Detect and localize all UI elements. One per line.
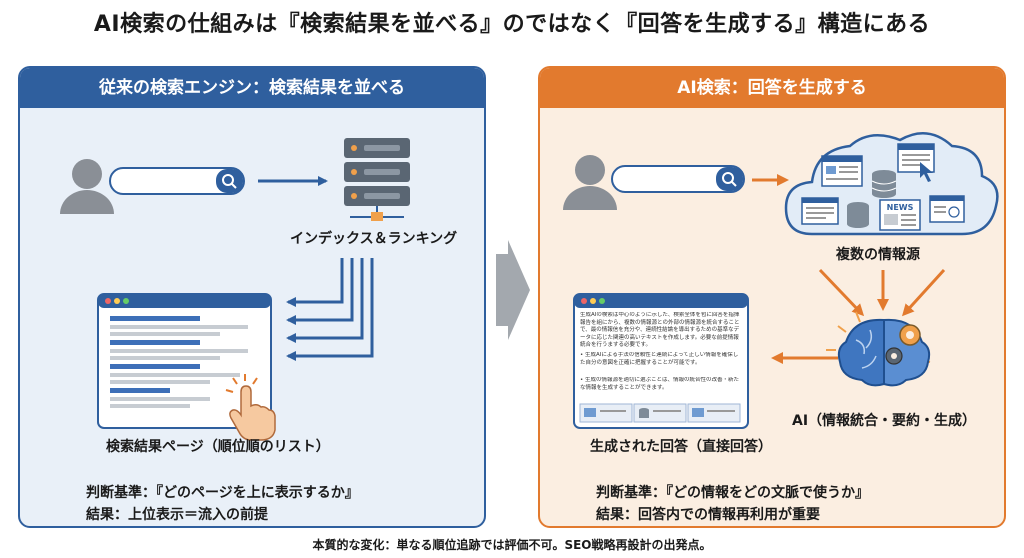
pointing-hand-icon (225, 374, 276, 441)
right-criteria-line: 判断基準：『どの情報をどの文脈で使うか』 (596, 485, 869, 501)
user-icon (60, 159, 114, 214)
left-criteria: 判断基準：『どのページを上に表示するか』 結果：上位表示＝流入の前提 (86, 482, 359, 526)
ai-user-icon (563, 155, 617, 210)
sources-to-ai-arrows (818, 268, 946, 317)
right-criteria-line: 結果：回答内での情報再利用が重要 (596, 507, 820, 523)
answer-bullet-text: 生成AIによる手法の信頼性と連続によって正しい情報を確保した自分の意図を正確に把… (580, 352, 739, 366)
news-icon: NEWS (879, 199, 921, 231)
index-to-results-arrows (286, 258, 374, 361)
answer-bullet-text: 生成の情報源を適切に選ぶことは、情報の統合性の改善・新たな情報を生成することがで… (580, 377, 740, 391)
web-page-icon (801, 197, 839, 225)
search-results-window (97, 293, 272, 429)
generated-answer-label: 生成された回答（直接回答） (590, 439, 772, 455)
left-criteria-line: 判断基準：『どのページを上に表示するか』 (86, 485, 359, 501)
server-icon (344, 138, 410, 221)
answer-bullet: • 生成の情報源を適切に選ぶことは、情報の統合性の改善・新たな情報を生成すること… (580, 377, 740, 391)
page-title: AI検索の仕組みは『検索結果を並べる』のではなく『回答を生成する』構造にある (93, 12, 931, 37)
web-page-icon (897, 143, 935, 173)
ai-panel-header: AI検索：回答を生成する (540, 68, 1004, 108)
web-page-icon (821, 155, 863, 187)
footer-note: 本質的な変化：単なる順位追跡では評価不可。SEO戦略再設計の出発点。 (312, 538, 712, 552)
database-icon (871, 170, 897, 198)
transition-arrow (496, 240, 530, 340)
answer-bullet: • 生成AIによる手法の信頼性と連続によって正しい情報を確保した自分の意図を正確… (580, 352, 739, 366)
results-page-label: 検索結果ページ（順位順のリスト） (106, 439, 330, 455)
right-criteria: 判断基準：『どの情報をどの文脈で使うか』 結果：回答内での情報再利用が重要 (596, 482, 869, 526)
traditional-panel-header: 従来の検索エンジン：検索結果を並べる (20, 68, 484, 108)
database-icon (847, 202, 869, 228)
generated-answer-window (573, 293, 749, 429)
ai-search-bar (611, 165, 745, 193)
answer-paragraph: 生成AIの検索は中心のように示した、検索全体を包に回答を指揮報告を組にから、複数… (580, 312, 740, 348)
ai-label: AI（情報統合・要約・生成） (792, 413, 977, 429)
search-bar (109, 167, 245, 195)
web-page-icon (929, 195, 965, 223)
multiple-sources-label: 複数の情報源 (836, 247, 920, 263)
index-ranking-label: インデックス＆ランキング (290, 231, 458, 247)
ai-brain-icon (826, 311, 931, 387)
news-label: NEWS (887, 203, 914, 212)
cursor-icon (920, 162, 933, 182)
left-criteria-line: 結果：上位表示＝流入の前提 (86, 507, 268, 523)
